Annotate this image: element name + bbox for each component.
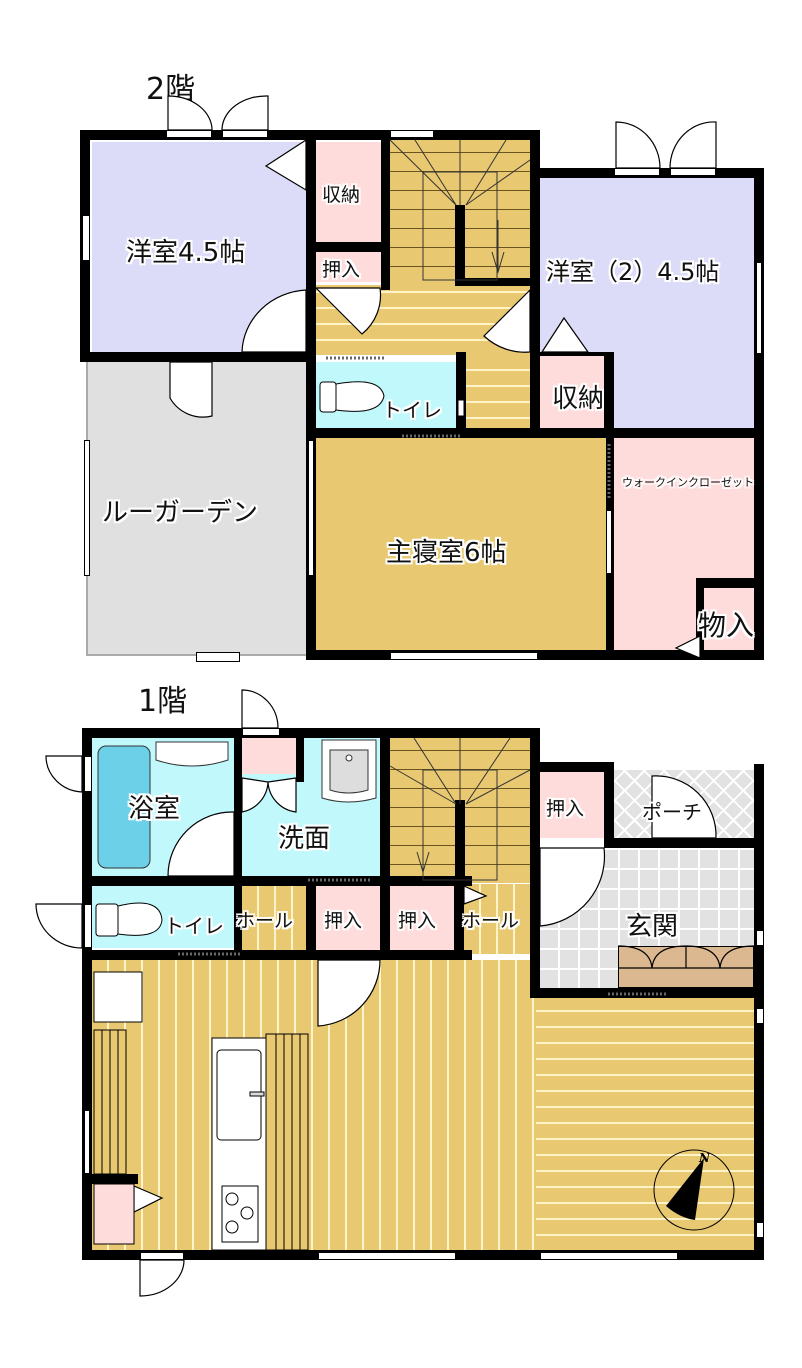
window xyxy=(390,130,434,138)
wall xyxy=(530,285,540,435)
window xyxy=(308,440,314,576)
storage-2 xyxy=(540,355,604,430)
label-washroom: 洗面 xyxy=(278,824,331,854)
wall xyxy=(386,130,540,140)
window xyxy=(82,215,90,261)
closet-1f-3 xyxy=(540,772,604,838)
label-toilet-1f: トイレ xyxy=(164,914,224,938)
window xyxy=(318,1252,456,1260)
wall xyxy=(536,352,612,356)
window xyxy=(84,1110,90,1174)
label-toilet-2f: トイレ xyxy=(382,398,442,422)
window xyxy=(756,930,764,946)
label-closet-1f-1: 押入 xyxy=(324,910,363,932)
wall xyxy=(296,738,304,782)
wall xyxy=(530,762,614,772)
window xyxy=(84,756,92,792)
compass-north-label: N xyxy=(699,1151,710,1165)
walk-in-closet xyxy=(614,438,754,650)
wall xyxy=(530,988,764,998)
wall xyxy=(82,1174,138,1184)
closet-1 xyxy=(316,252,381,282)
closet-washroom xyxy=(242,738,296,774)
wall xyxy=(82,728,92,1260)
wall xyxy=(604,352,614,432)
wall xyxy=(456,352,466,434)
living-dining-kitchen xyxy=(92,960,536,1250)
label-hall-2: ホール xyxy=(462,910,520,932)
wall xyxy=(454,884,464,960)
label-bathroom: 浴室 xyxy=(128,794,181,824)
label-storeroom: 物入 xyxy=(698,609,755,642)
label-master-bedroom: 主寝室6帖 xyxy=(386,538,507,568)
wall xyxy=(696,578,704,658)
label-hall-1: ホール xyxy=(236,910,294,932)
window xyxy=(84,440,90,576)
living-room-east xyxy=(536,998,754,1250)
label-entrance: 玄関 xyxy=(626,912,679,942)
wall xyxy=(381,130,390,290)
closet-1f-1 xyxy=(316,886,380,952)
wall xyxy=(530,728,540,998)
hall-1 xyxy=(242,884,306,952)
wall xyxy=(530,130,540,285)
window xyxy=(84,904,92,948)
label-closet-1f-3: 押入 xyxy=(546,798,585,820)
label-closet-1f-2: 押入 xyxy=(398,910,437,932)
label-western-room-2: 洋室（2）4.5帖 xyxy=(546,258,720,286)
wall xyxy=(80,352,316,362)
wall xyxy=(604,838,764,848)
wall xyxy=(754,168,764,660)
window xyxy=(540,1252,678,1260)
window xyxy=(756,1222,764,1238)
window xyxy=(196,652,240,662)
label-storage-1: 収納 xyxy=(322,184,361,206)
window xyxy=(390,652,538,660)
compass-icon xyxy=(653,1149,735,1231)
window xyxy=(606,510,612,574)
wall xyxy=(455,278,530,286)
wall xyxy=(82,728,540,738)
wall xyxy=(455,800,465,884)
wall xyxy=(234,738,242,954)
label-porch: ポーチ xyxy=(642,800,702,824)
label-walk-in-closet: ウォークインクローゼット xyxy=(622,476,754,489)
wall xyxy=(306,130,316,660)
window xyxy=(756,262,762,354)
wall xyxy=(82,950,472,960)
wall xyxy=(380,738,390,884)
storage-1 xyxy=(316,142,381,242)
label-western-room-1: 洋室4.5帖 xyxy=(126,238,246,268)
hallway-2f-lower xyxy=(464,355,530,433)
master-bedroom xyxy=(316,438,606,650)
wall xyxy=(455,205,465,285)
label-closet-1: 押入 xyxy=(322,259,361,281)
label-storage-2: 収納 xyxy=(552,384,605,414)
label-roof-garden: ルーガーデン xyxy=(102,498,259,528)
closet-1f-2 xyxy=(390,886,454,952)
wall xyxy=(604,762,614,848)
floor-1-title: 1階 xyxy=(138,684,188,719)
door-swings-2f xyxy=(167,95,717,659)
window xyxy=(756,1008,764,1024)
wall xyxy=(82,876,472,886)
wall xyxy=(696,578,764,588)
wall xyxy=(380,884,390,960)
wall xyxy=(306,242,390,252)
wall xyxy=(306,884,316,960)
